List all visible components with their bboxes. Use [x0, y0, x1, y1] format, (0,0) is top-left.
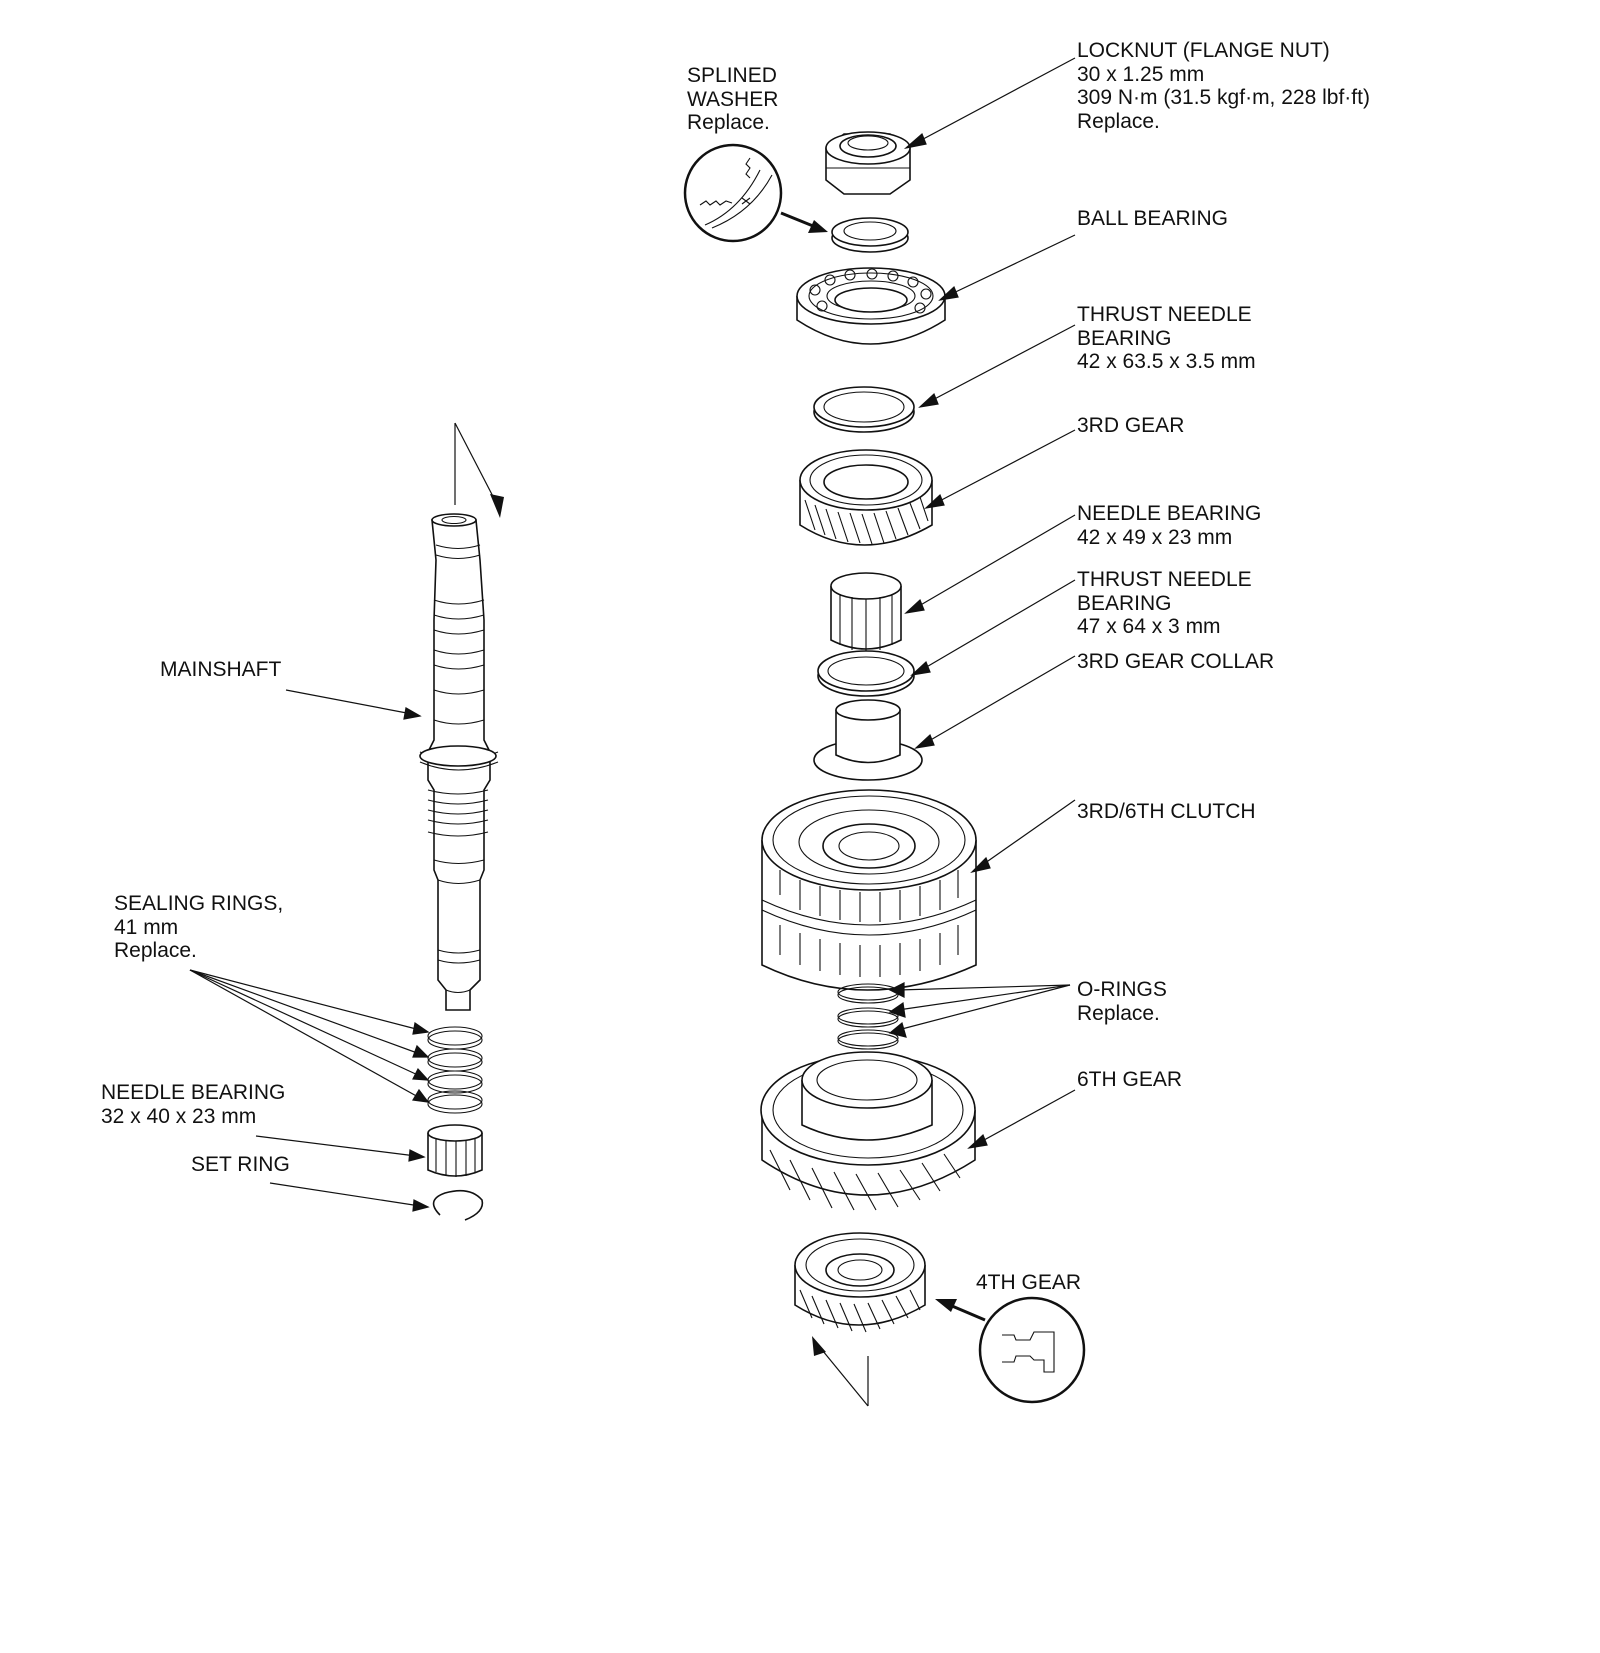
needle-bearing-42-part: [830, 572, 902, 652]
o-rings-part: [837, 983, 899, 1050]
label-line: 4TH GEAR: [976, 1271, 1082, 1294]
label-line: 42 x 63.5 x 3.5 mm: [1077, 350, 1256, 373]
label-line: Replace.: [1077, 1001, 1160, 1025]
gear-3rd-part: [799, 449, 933, 546]
label-line: 6TH GEAR: [1077, 1068, 1183, 1091]
needle-bearing-32-part: [427, 1124, 483, 1177]
label-line: LOCKNUT (FLANGE NUT): [1077, 39, 1330, 62]
label-line: 3RD/6TH CLUTCH: [1077, 800, 1256, 823]
ball-bearing-part: [796, 267, 946, 345]
set-ring-part: [432, 1189, 484, 1221]
label-line: THRUST NEEDLE: [1077, 568, 1252, 591]
label-line: SEALING RINGS,: [114, 892, 284, 915]
label-line: NEEDLE BEARING: [1077, 502, 1262, 525]
label-gear-4th: 4TH GEAR: [976, 1271, 1081, 1295]
clutch-3rd-6th-part: [761, 789, 977, 991]
label-set-ring: SET RING: [191, 1153, 290, 1177]
label-line: WASHER: [687, 87, 779, 111]
gear-4th-detail-circle: [935, 1296, 1086, 1404]
label-gear-6th: 6TH GEAR: [1077, 1068, 1182, 1092]
label-line: NEEDLE BEARING: [101, 1081, 286, 1104]
gear-4th-part: [794, 1232, 926, 1407]
splined-washer-detail-circle: [683, 143, 828, 243]
label-ball-bearing: BALL BEARING: [1077, 207, 1228, 231]
gear-6th-part: [760, 1051, 976, 1211]
label-clutch-3rd-6th: 3RD/6TH CLUTCH: [1077, 800, 1256, 824]
label-line: 30 x 1.25 mm: [1077, 62, 1205, 86]
label-line: Replace.: [114, 939, 197, 962]
label-line: Replace.: [1077, 109, 1160, 133]
label-locknut: LOCKNUT (FLANGE NUT) 30 x 1.25 mm 309 N·…: [1077, 39, 1370, 133]
leader-lines: [189, 57, 1076, 1212]
thrust-needle-bearing-1-part: [813, 386, 915, 433]
label-line: MAINSHAFT: [160, 658, 282, 681]
label-line: SET RING: [191, 1153, 290, 1176]
label-gear-3rd-collar: 3RD GEAR COLLAR: [1077, 650, 1274, 674]
sealing-rings-part: [427, 1026, 483, 1114]
locknut-part: [825, 131, 911, 195]
label-line: SPLINED: [687, 64, 777, 87]
label-line: 41 mm: [114, 915, 179, 939]
label-line: 42 x 49 x 23 mm: [1077, 525, 1233, 549]
mainshaft-part: [419, 422, 504, 1011]
gear-3rd-collar-part: [813, 699, 923, 781]
label-splined-washer: SPLINED WASHER Replace.: [687, 64, 778, 135]
label-gear-3rd: 3RD GEAR: [1077, 414, 1184, 438]
label-o-rings: O-RINGS Replace.: [1077, 978, 1167, 1025]
label-line: BALL BEARING: [1077, 207, 1228, 230]
splined-washer-part: [831, 217, 909, 253]
label-line: THRUST NEEDLE: [1077, 303, 1252, 326]
label-needle-bearing-42: NEEDLE BEARING 42 x 49 x 23 mm: [1077, 502, 1261, 549]
label-line: BEARING: [1077, 326, 1172, 350]
label-line: O-RINGS: [1077, 978, 1167, 1001]
label-line: BEARING: [1077, 591, 1172, 615]
label-line: 32 x 40 x 23 mm: [101, 1104, 257, 1128]
label-thrust-needle-bearing-1: THRUST NEEDLE BEARING 42 x 63.5 x 3.5 mm: [1077, 303, 1256, 374]
label-mainshaft: MAINSHAFT: [160, 658, 281, 682]
thrust-needle-bearing-2-part: [817, 650, 915, 697]
label-thrust-needle-bearing-2: THRUST NEEDLE BEARING 47 x 64 x 3 mm: [1077, 568, 1252, 639]
label-needle-bearing-32: NEEDLE BEARING 32 x 40 x 23 mm: [101, 1081, 285, 1128]
label-sealing-rings: SEALING RINGS, 41 mm Replace.: [114, 892, 283, 963]
label-line: 309 N·m (31.5 kgf·m, 228 lbf·ft): [1077, 86, 1370, 109]
label-line: 3RD GEAR: [1077, 414, 1185, 437]
label-line: 3RD GEAR COLLAR: [1077, 650, 1275, 673]
label-line: Replace.: [687, 111, 770, 134]
label-line: 47 x 64 x 3 mm: [1077, 615, 1221, 638]
